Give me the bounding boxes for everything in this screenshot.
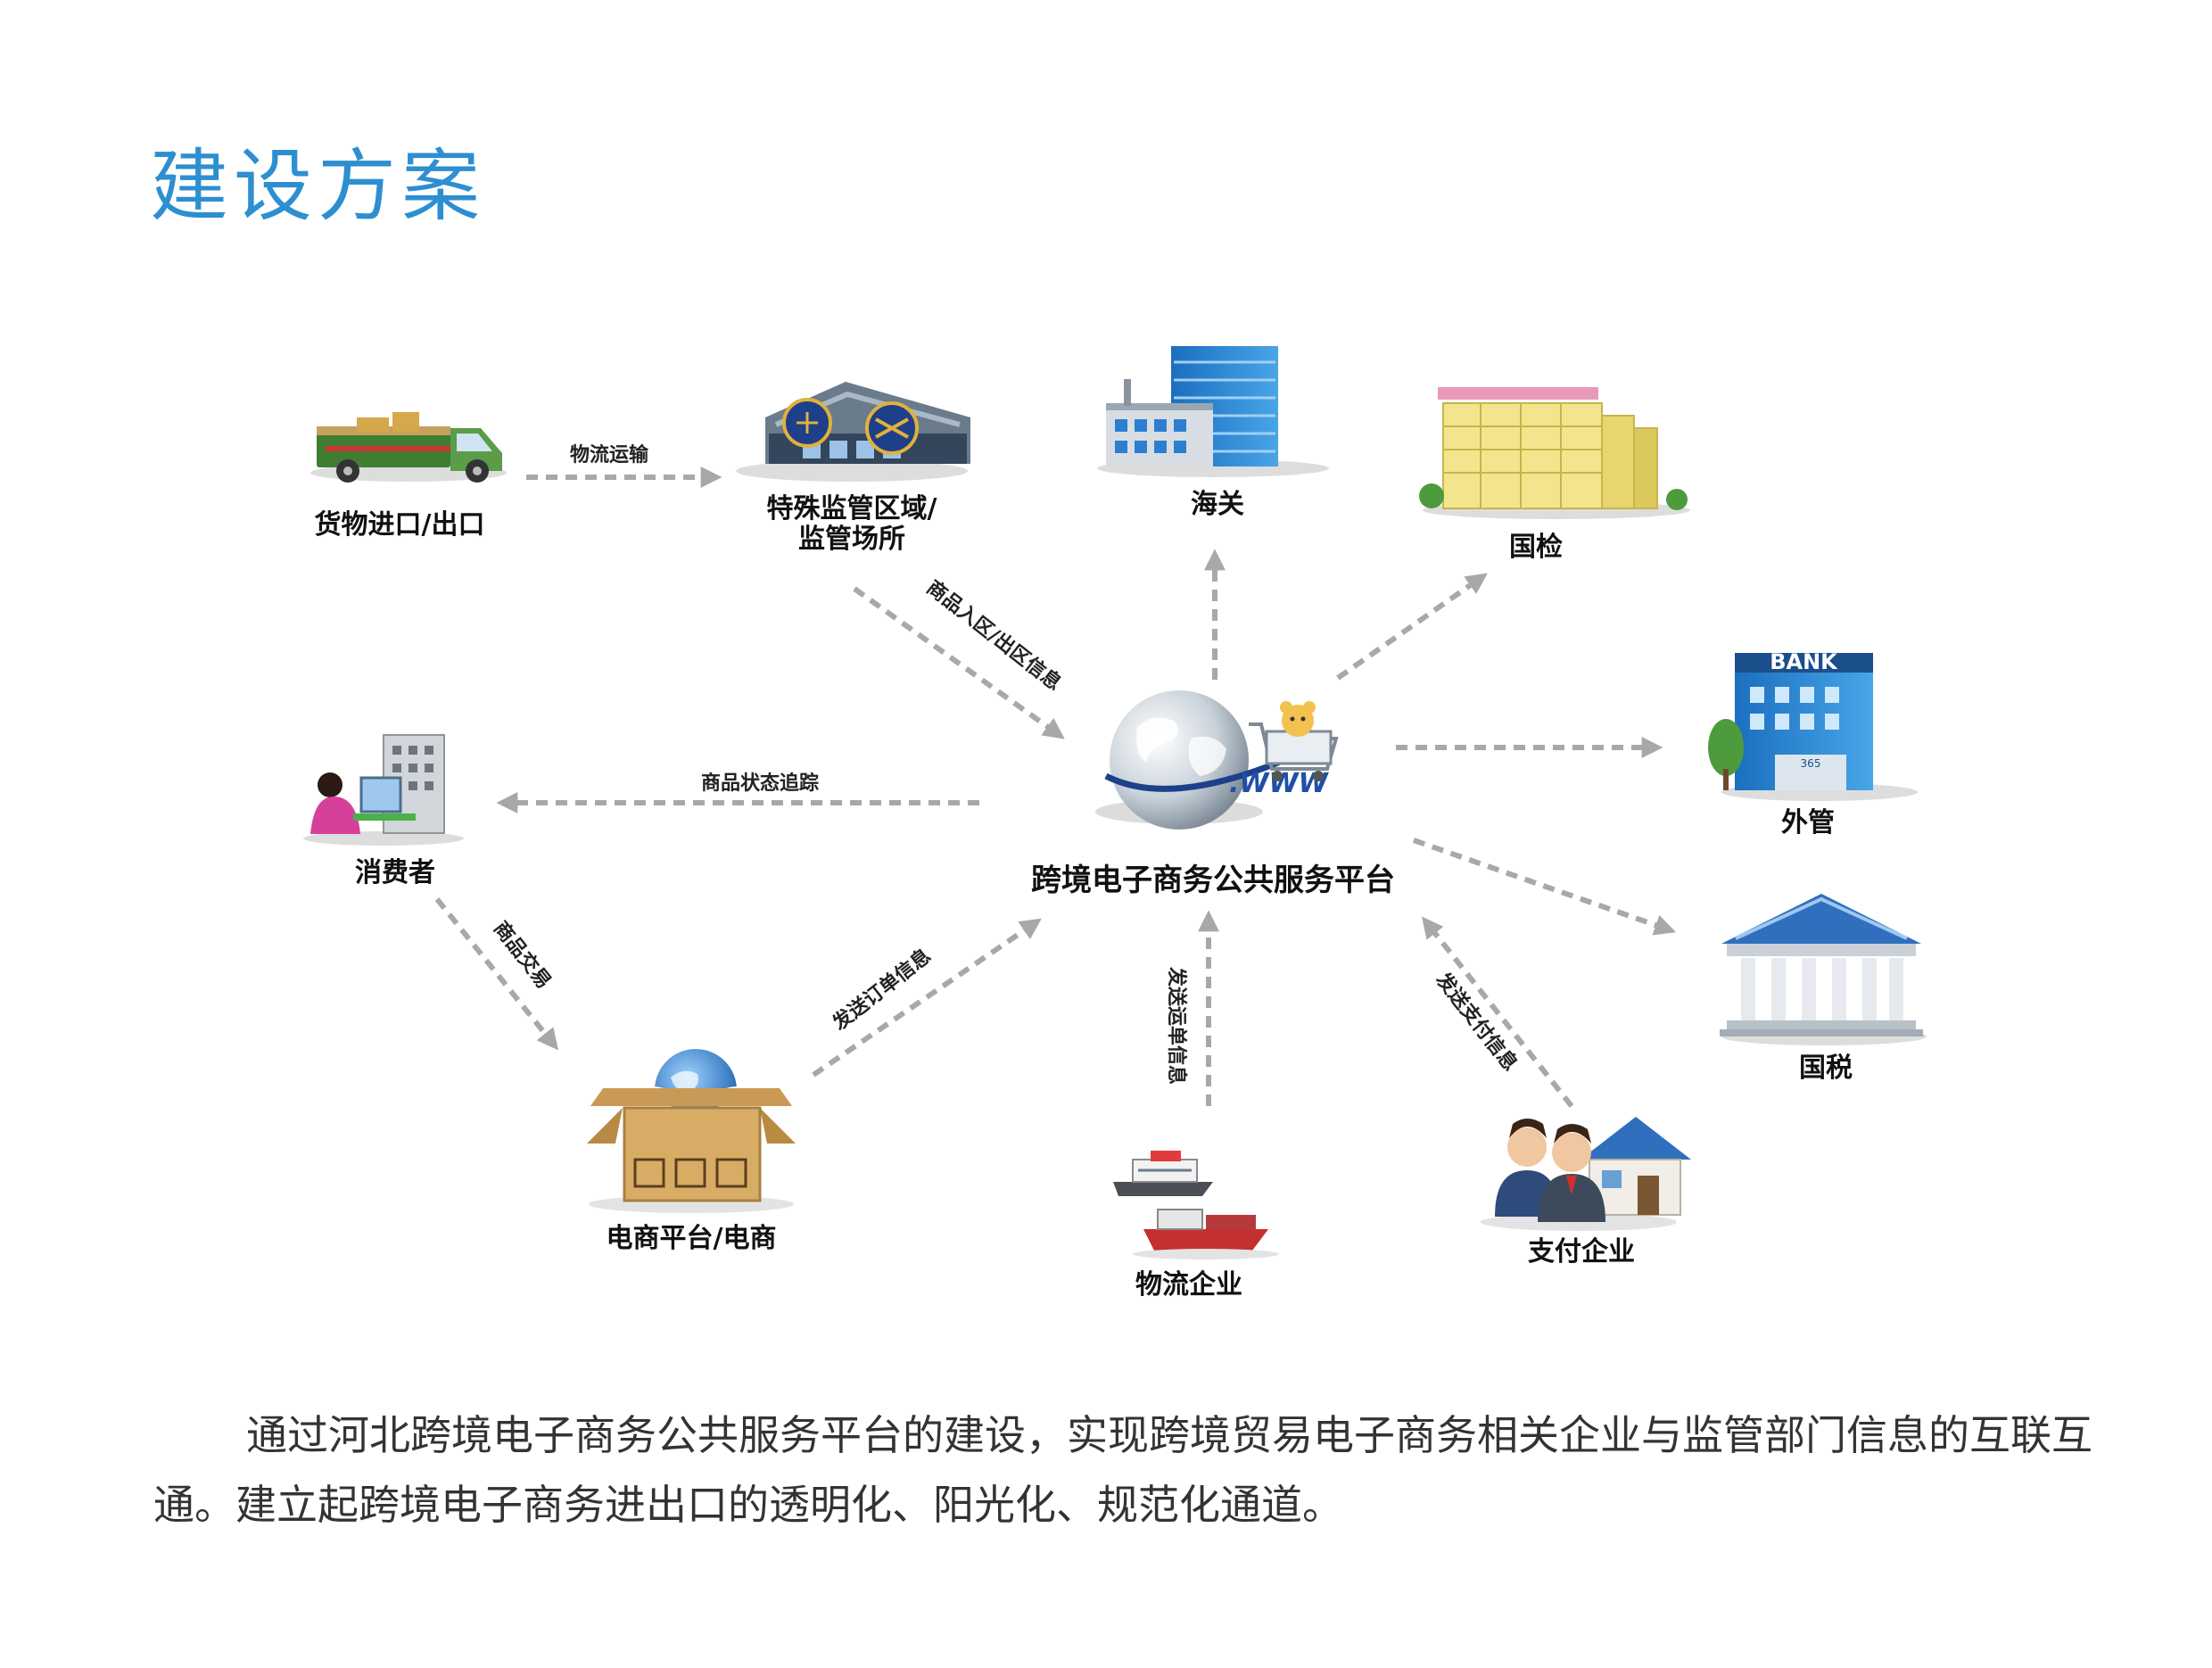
edge-label-ecommerce-center: 发送订单信息	[828, 945, 936, 1036]
node-forex: BANK 365 外管	[1708, 649, 1918, 838]
node-label-goods: 货物进口/出口	[315, 509, 485, 541]
globe-www-cart-icon: .WWW	[1095, 690, 1339, 830]
government-building-icon	[1419, 387, 1690, 519]
shopping-cart-icon	[1249, 701, 1339, 781]
tax-bureau-icon	[1720, 894, 1927, 1045]
arrow-zone-to-center	[853, 586, 1065, 739]
node-payment: 支付企业	[1481, 1117, 1691, 1268]
bank-number-text: 365	[1801, 757, 1821, 770]
node-consumer: 消费者	[303, 734, 464, 888]
edge-label-center-consumer: 商品状态追踪	[701, 772, 819, 795]
edge-label-goods-zone: 物流运输	[570, 443, 649, 467]
edge-label-logistics-center: 发送运单信息	[1165, 966, 1188, 1085]
arrow-center-to-inspection	[1336, 573, 1488, 681]
node-label-customs: 海关	[1191, 489, 1244, 520]
node-logistics: 物流企业	[1113, 1151, 1279, 1301]
package-box-icon	[587, 1049, 796, 1213]
node-label-payment: 支付企业	[1528, 1236, 1635, 1268]
node-label-ecommerce: 电商平台/电商	[607, 1223, 777, 1254]
node-ecommerce: 电商平台/电商	[587, 1049, 796, 1254]
arrow-ecommerce-to-center	[812, 918, 1042, 1078]
ships-icon	[1113, 1151, 1279, 1259]
node-label-tax: 国税	[1799, 1053, 1853, 1084]
node-label-zone-line2: 监管场所	[798, 524, 905, 555]
arrow-consumer-to-ecommerce	[434, 897, 559, 1051]
arrow-payment-to-center	[1422, 916, 1574, 1108]
arrow-center-to-tax	[1413, 838, 1677, 936]
platform-diagram: 物流运输 商品入区/出区信息 商品状态追踪 商品交易 发送订单信息 发送运单信息…	[303, 346, 1927, 1301]
consumer-computer-icon	[303, 734, 464, 846]
description-paragraph: 通过河北跨境电子商务公共服务平台的建设，实现跨境贸易电子商务相关企业与监管部门信…	[153, 1411, 2092, 1529]
edge-label-payment-center: 发送支付信息	[1431, 968, 1522, 1076]
bank-building-icon: BANK 365	[1708, 649, 1918, 801]
office-building-icon	[1097, 346, 1329, 477]
bank-sign-text: BANK	[1770, 649, 1838, 674]
edge-label-zone-center: 商品入区/出区信息	[922, 576, 1066, 696]
people-house-icon	[1481, 1117, 1691, 1231]
node-customs: 海关	[1097, 346, 1329, 520]
truck-icon	[310, 412, 507, 483]
node-goods: 货物进口/出口	[310, 412, 507, 541]
node-tax: 国税	[1720, 894, 1927, 1084]
node-zone: 特殊监管区域/ 监管场所	[736, 382, 970, 555]
node-label-inspection: 国检	[1509, 532, 1563, 563]
node-label-forex: 外管	[1781, 807, 1835, 838]
edge-labels: 物流运输 商品入区/出区信息 商品状态追踪 商品交易 发送订单信息 发送运单信息…	[489, 443, 1522, 1085]
center-hub: .WWW 跨境电子商务公共服务平台	[1031, 690, 1395, 898]
page-title: 建设方案	[150, 140, 486, 232]
edge-label-consumer-ecommerce: 商品交易	[489, 917, 556, 993]
node-label-zone-line1: 特殊监管区域/	[767, 493, 937, 524]
node-label-logistics: 物流企业	[1135, 1269, 1242, 1301]
node-label-consumer: 消费者	[355, 857, 435, 888]
center-label: 跨境电子商务公共服务平台	[1031, 863, 1395, 898]
customs-warehouse-icon	[736, 382, 970, 482]
node-inspection: 国检	[1419, 387, 1690, 563]
arrows	[434, 467, 1677, 1108]
